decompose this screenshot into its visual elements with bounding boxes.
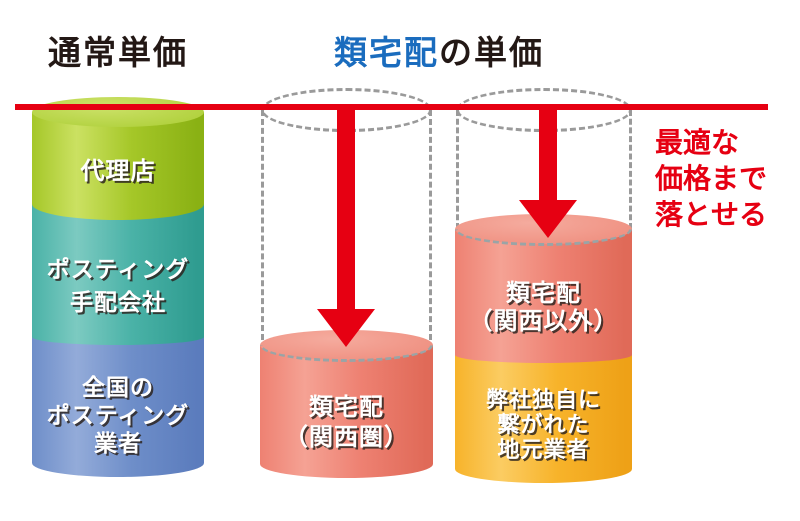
segment-ruitakuhai-non-kansai [455,229,632,363]
price-note: 最適な 価格まで 落とせる [655,125,767,233]
price-note-line: 最適な [655,127,740,158]
segment-national-posting [32,337,204,477]
ruitakuhai-price-title: 類宅配の単価 [334,26,544,74]
segment-posting-company [32,204,204,345]
ghost-cylinder-non-kansai-sides [456,110,632,229]
title-highlight: 類宅配 [334,34,439,71]
price-drop-arrow-non-kansai-shaft [539,106,557,202]
ghost-cylinder-kansai-sides [261,110,432,340]
segment-ruitakuhai-kansai-label: 類宅配 （関西圏） [284,394,409,451]
title-suffix: の単価 [439,34,544,71]
segment-local-contractors [455,355,632,483]
price-drop-arrow-non-kansai-head-icon [519,200,577,238]
market-price-line [15,104,768,110]
price-note-line: 価格まで [655,163,768,194]
segment-posting-company-label: ポスティング 手配会社 [46,256,190,315]
segment-agency-label: 代理店 [80,158,156,185]
price-note-line: 落とせる [655,199,768,230]
segment-local-contractors-label: 弊社独自に 繋がれた 地元業者 [485,387,601,462]
normal-cylinder-lid [32,97,204,127]
price-drop-arrow-kansai-head-icon [317,309,375,347]
segment-agency [32,112,204,220]
price-drop-arrow-kansai-shaft [337,106,355,311]
normal-price-title: 通常単価 [48,34,188,71]
segment-ruitakuhai-non-kansai-label: 類宅配 （関西以外） [468,280,619,335]
segment-ruitakuhai-kansai [260,345,433,478]
segment-national-posting-label: 全国の ポスティング 業者 [46,374,190,456]
